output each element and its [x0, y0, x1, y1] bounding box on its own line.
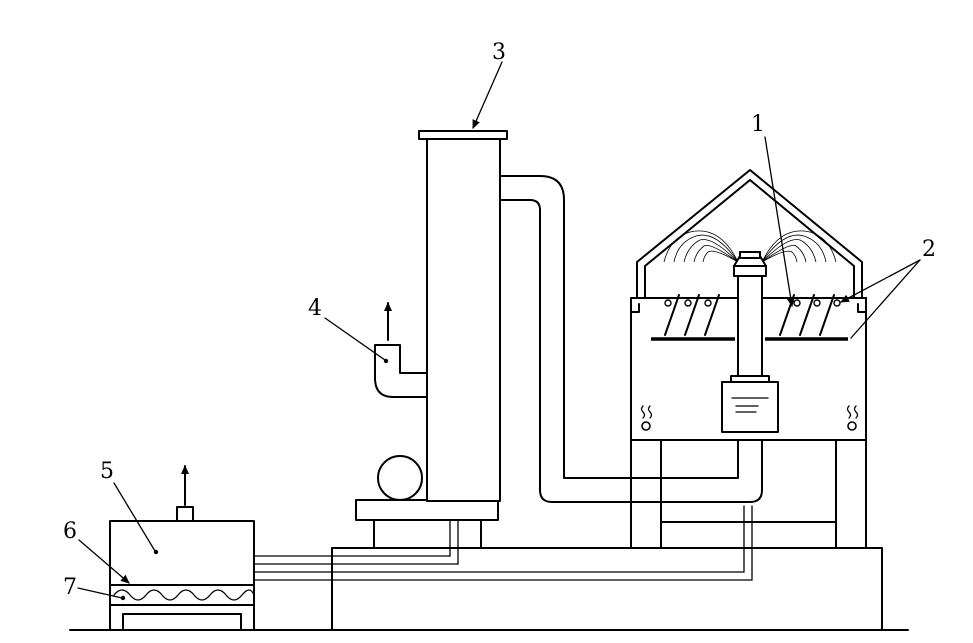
chimney-column: [418, 130, 508, 502]
exhaust-elbow: [374, 302, 428, 398]
coil-section: [109, 584, 255, 606]
base-platform: [331, 547, 883, 631]
connecting-pipes: [253, 505, 753, 581]
spray-jets: [663, 230, 837, 263]
label-2: 2: [922, 237, 936, 262]
leader-lines: [77, 61, 921, 601]
label-1: 1: [751, 112, 765, 137]
heating-element-left: [640, 405, 653, 431]
heating-element-right: [846, 405, 859, 431]
spray-pipe: [730, 251, 770, 383]
chimney-stand: [355, 499, 499, 549]
label-5: 5: [100, 459, 114, 484]
label-6: 6: [63, 519, 77, 544]
nozzle-circles: [664, 299, 841, 307]
combustion-box: [109, 465, 255, 586]
firebox: [109, 604, 255, 631]
label-3: 3: [492, 40, 506, 65]
water-tank: [721, 381, 779, 433]
label-7: 7: [63, 575, 77, 600]
return-duct: [499, 175, 763, 503]
label-4: 4: [308, 296, 322, 321]
tower-support-frame: [630, 439, 867, 549]
fan: [377, 455, 423, 501]
